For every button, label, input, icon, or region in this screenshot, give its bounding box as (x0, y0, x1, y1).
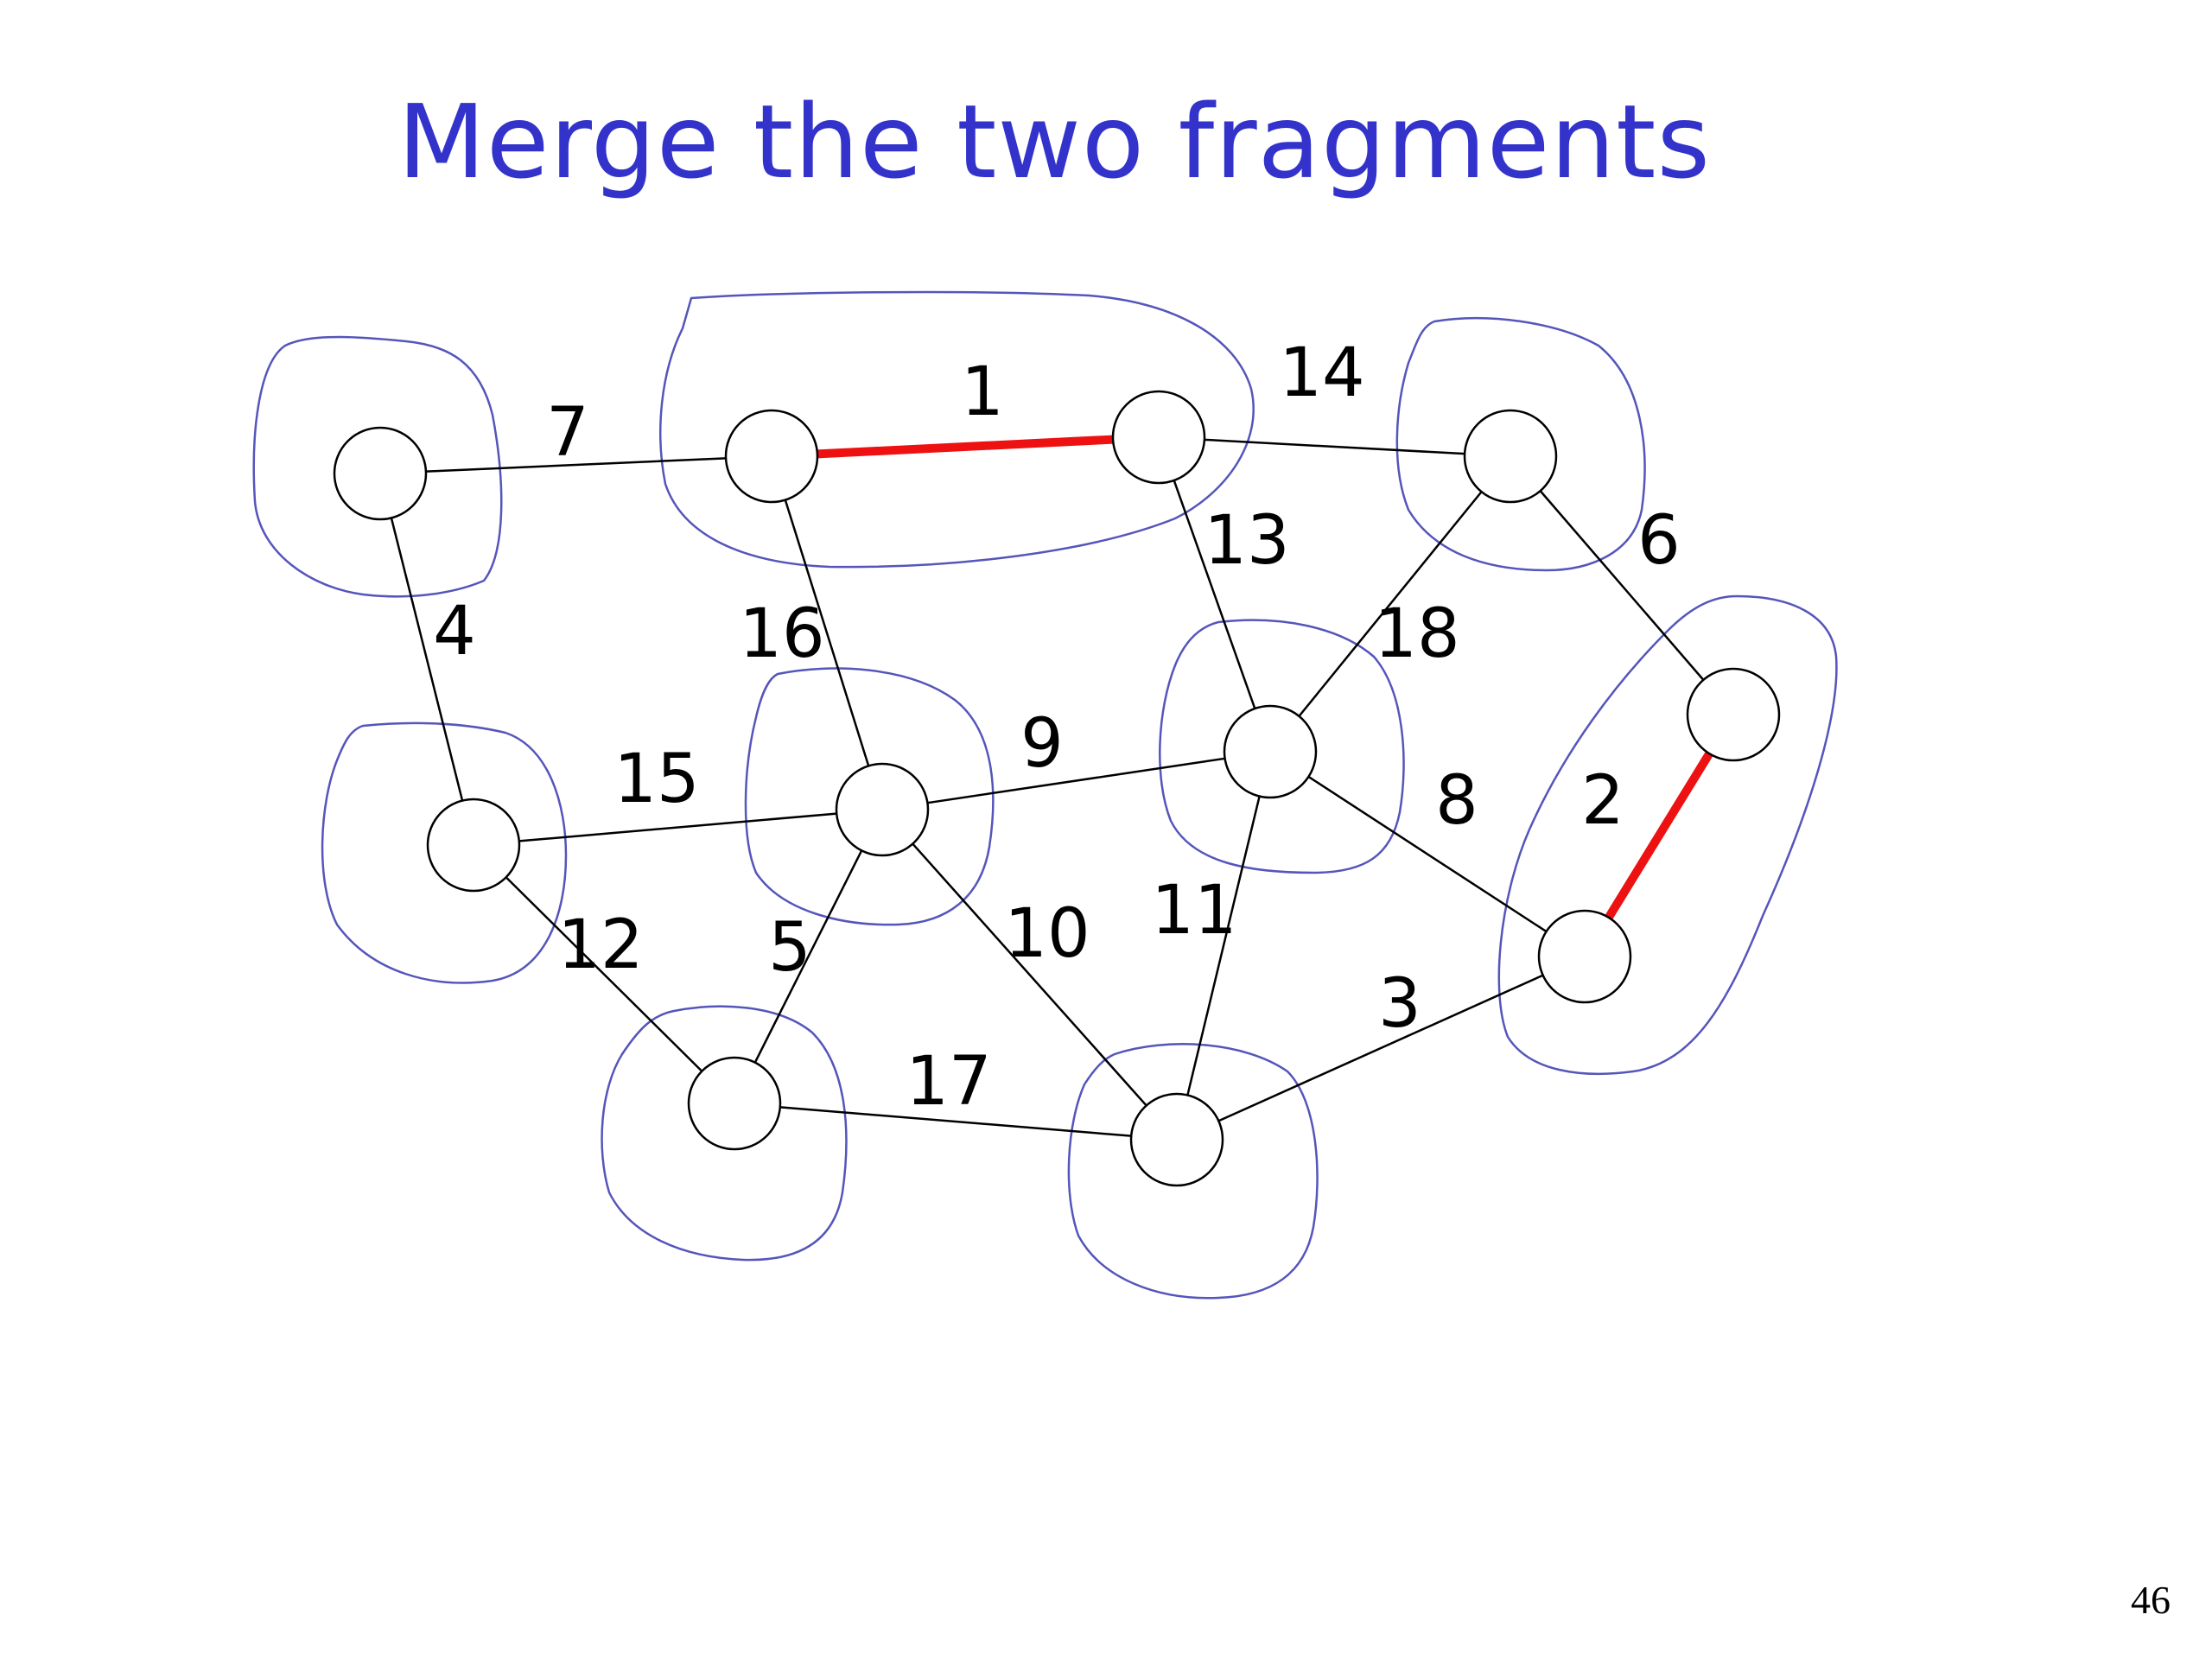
edge-weight-label: 18 (1374, 595, 1459, 673)
edge-10 (912, 842, 1147, 1107)
graph-node-d (1463, 409, 1558, 504)
edge-weight-label: 6 (1637, 502, 1681, 580)
edge-18 (1298, 491, 1483, 717)
edge-15 (518, 812, 837, 842)
edge-weight-label: 1 (961, 353, 1004, 431)
edge-weight-label: 9 (1020, 705, 1064, 783)
edge-weight-label: 14 (1279, 334, 1364, 412)
fragment-outline-g (1159, 619, 1405, 874)
edge-6 (1539, 490, 1705, 681)
edge-4 (390, 518, 464, 801)
edge-17 (779, 1106, 1132, 1137)
graph-node-b (724, 409, 819, 504)
fragment-outline-i (601, 1005, 848, 1262)
edge-weight-label: 16 (739, 595, 824, 673)
edge-weight-label: 11 (1151, 872, 1236, 950)
edge-weight-label: 4 (433, 593, 476, 671)
slide-title: Merge the two fragments (397, 82, 1711, 201)
fragment-outline-b-c (659, 290, 1255, 569)
graph-node-l (1686, 667, 1781, 762)
graph-node-a (333, 426, 428, 521)
edge-weight-label: 12 (557, 906, 643, 984)
graph-node-f (835, 762, 930, 857)
fragment-outline-f (744, 667, 995, 926)
fragment-outline-j (1067, 1043, 1319, 1300)
fragment-outline-a (252, 335, 503, 598)
edge-13 (1173, 480, 1256, 709)
graph-node-k (1537, 909, 1632, 1004)
graph-node-c (1111, 390, 1206, 485)
edge-14 (1204, 438, 1465, 455)
page-number: 46 (2131, 1578, 2171, 1622)
edge-weight-label: 17 (906, 1043, 991, 1121)
fragments-layer (252, 290, 1838, 1300)
edge-weight-label: 13 (1204, 502, 1289, 580)
nodes-layer (333, 390, 1781, 1187)
graph-node-e (426, 798, 521, 893)
edge-weight-label: 2 (1581, 762, 1624, 840)
edge-9 (927, 757, 1225, 804)
mst-edge-1 (817, 435, 1114, 459)
edge-11 (1186, 796, 1261, 1096)
edge-7 (425, 457, 727, 473)
edge-weight-label: 15 (613, 741, 699, 818)
edge-3 (1217, 974, 1544, 1122)
edge-8 (1307, 775, 1548, 933)
edge-weight-label: 7 (546, 394, 589, 472)
fragment-outline-d (1395, 316, 1646, 572)
edge-weight-label: 3 (1378, 965, 1421, 1043)
fragment-outline-k-l (1497, 594, 1838, 1076)
mst-edge-2 (1605, 751, 1713, 920)
edge-weight-label: 5 (768, 909, 811, 987)
edge-weight-label: 10 (1004, 895, 1090, 973)
graph-node-j (1129, 1092, 1224, 1187)
edges-layer (390, 435, 1713, 1137)
edge-5 (753, 849, 863, 1064)
edge-weight-label: 8 (1435, 762, 1478, 840)
edge-16 (784, 499, 870, 766)
fragment-outline-e (321, 721, 568, 984)
edge-12 (505, 876, 703, 1072)
graph-node-i (687, 1056, 782, 1151)
graph-node-g (1223, 704, 1318, 799)
